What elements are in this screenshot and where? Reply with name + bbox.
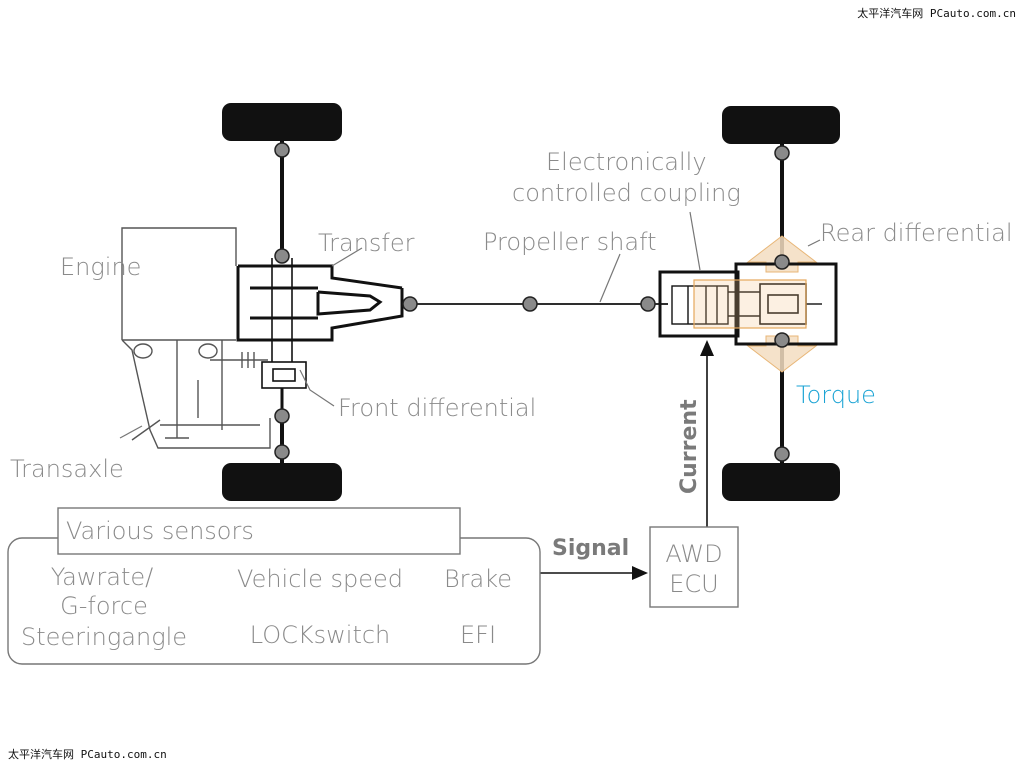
rear-right-wheel: [722, 463, 840, 501]
front-differential-label: Front differential: [338, 394, 536, 422]
sensor-vehicle-speed: Vehicle speed: [237, 565, 403, 593]
sensor-yawrate-line2: G-force: [60, 592, 148, 620]
transfer-label: Transfer: [318, 229, 415, 257]
rear-joints: [774, 145, 790, 462]
engine-transaxle: [121, 227, 271, 449]
ecu-label-line1: AWD: [665, 540, 722, 568]
front-joints: [274, 142, 656, 460]
sensor-yawrate-line1: Yawrate/: [51, 563, 154, 591]
front-right-wheel: [222, 463, 342, 501]
current-arrow: [700, 340, 714, 527]
propeller-shaft-label: Propeller shaft: [483, 228, 657, 256]
sensor-lock-switch: LOCKswitch: [250, 621, 391, 649]
rear-axle: [722, 106, 840, 501]
sensor-efi: EFI: [460, 621, 496, 649]
watermark-top: 太平洋汽车网 PCauto.com.cn: [857, 6, 1016, 20]
ecu-label-line2: ECU: [669, 570, 719, 598]
leader-lines: [119, 211, 821, 439]
watermark-bottom: 太平洋汽车网 PCauto.com.cn: [8, 747, 167, 761]
engine-label: Engine: [60, 253, 141, 281]
torque-label: Torque: [796, 381, 876, 409]
front-axle: [222, 103, 342, 501]
transaxle-label: Transaxle: [10, 455, 124, 483]
rear-left-wheel: [722, 106, 840, 144]
front-left-wheel: [222, 103, 342, 141]
current-label: Current: [677, 399, 702, 494]
transfer-case: [236, 258, 404, 418]
sensor-brake: Brake: [444, 565, 512, 593]
rear-differential-label: Rear differential: [820, 219, 1013, 247]
sensors-title-box: [57, 507, 461, 555]
signal-label: Signal: [552, 536, 629, 561]
sensor-steering-angle: Steeringangle: [21, 623, 187, 651]
awd-ecu-box: [649, 526, 739, 608]
sensors-title: Various sensors: [66, 517, 254, 545]
coupling-label-line2: controlled coupling: [512, 179, 741, 207]
torque-path-highlight: [693, 279, 807, 329]
signal-arrow: [540, 566, 648, 580]
coupling-label-line1: Electronically: [546, 148, 707, 176]
